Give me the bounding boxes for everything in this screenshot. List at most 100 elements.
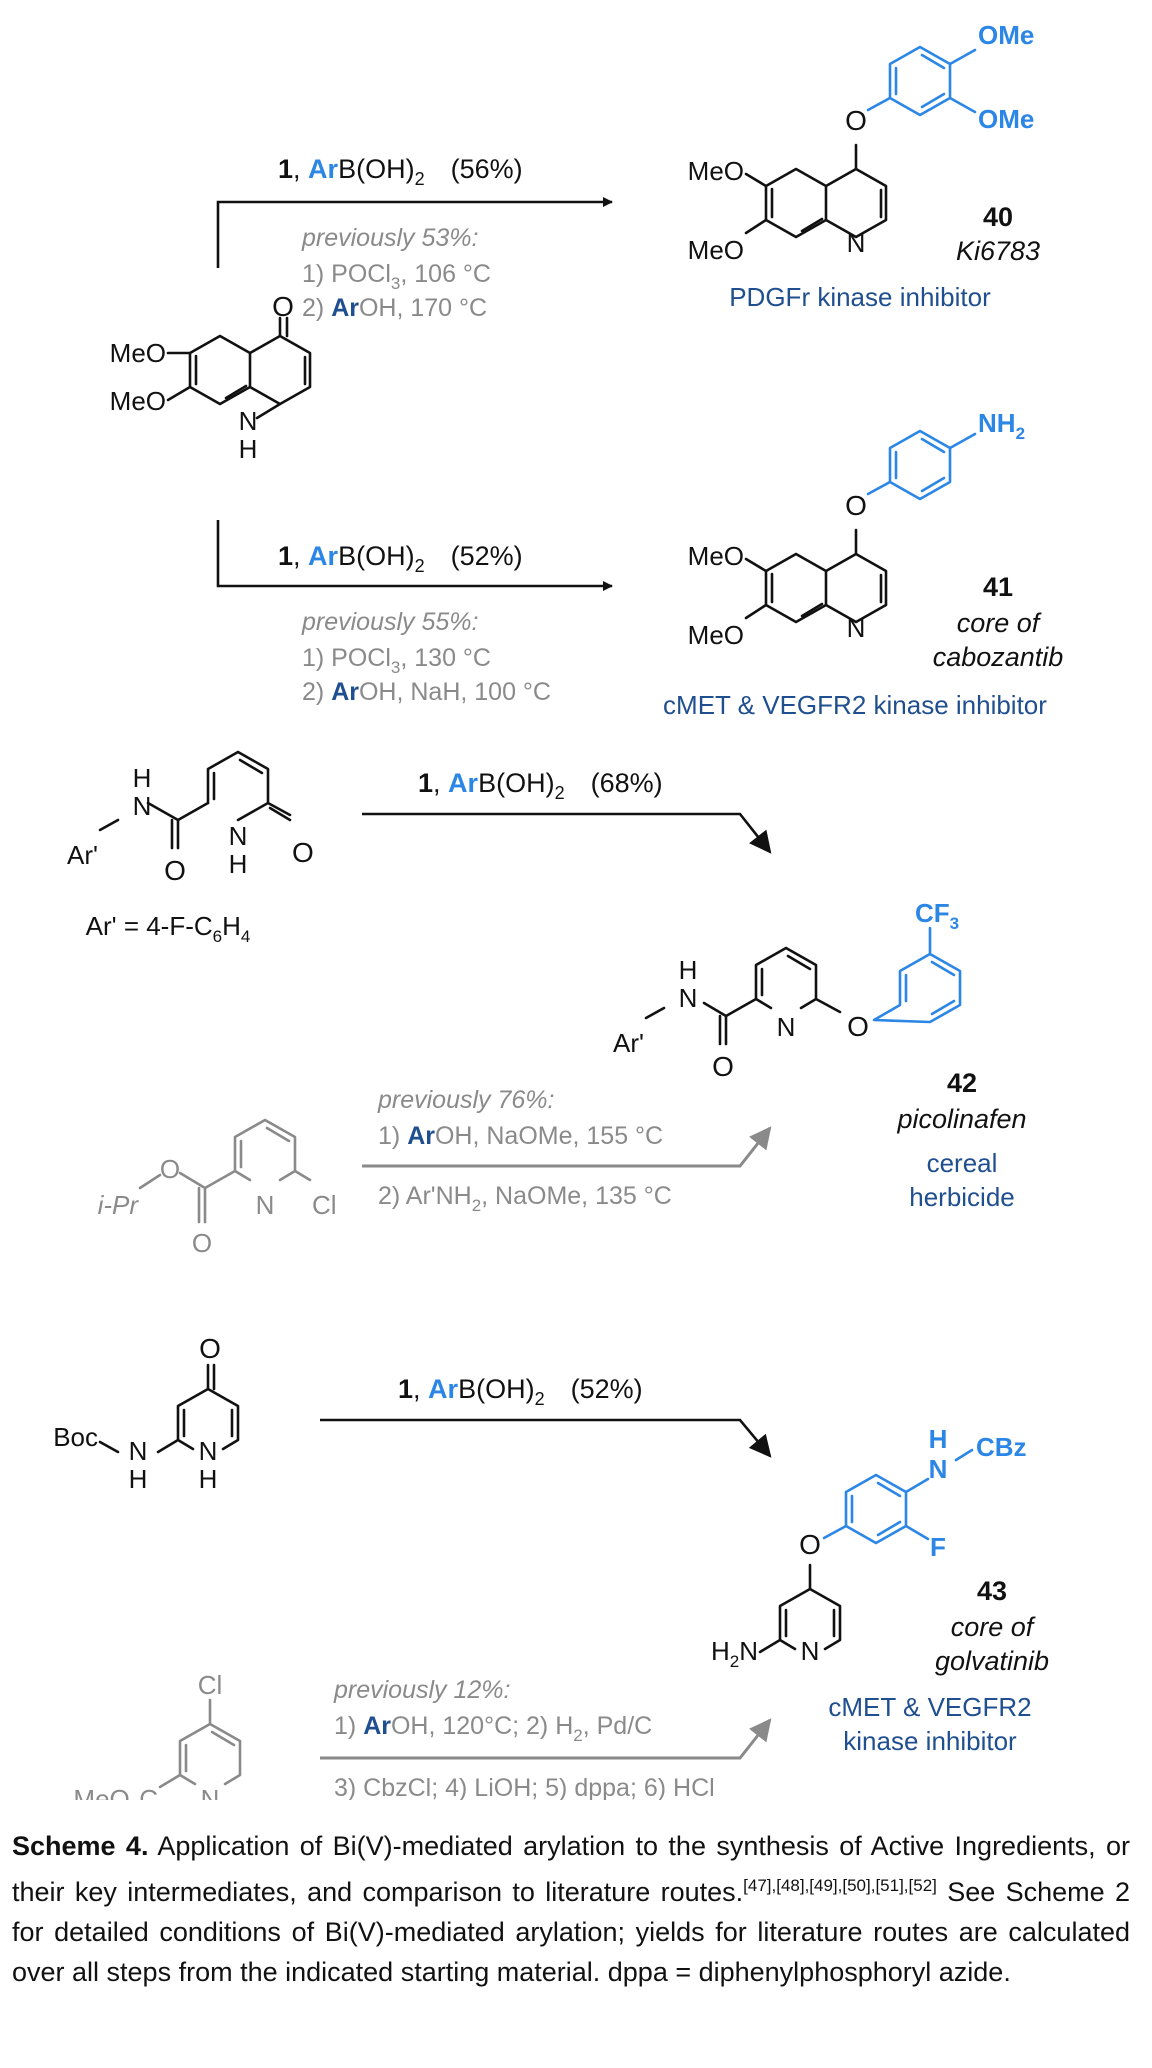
atom-o: O bbox=[847, 1011, 869, 1042]
atom-n: N bbox=[229, 821, 248, 851]
atom-cf3: CF3 bbox=[915, 898, 959, 933]
compound-application: PDGFr kinase inhibitor bbox=[729, 282, 991, 312]
compound-application: cereal bbox=[927, 1148, 998, 1178]
atom-h: H bbox=[239, 434, 258, 464]
atom-n: N bbox=[199, 1436, 218, 1466]
atom-meo: MeO bbox=[688, 235, 744, 265]
reaction-3: 1, ArB(OH)2(68%) previously 76%: 1) ArOH… bbox=[362, 768, 772, 1215]
atom-cl: Cl bbox=[312, 1190, 337, 1220]
atom-ome: OMe bbox=[978, 104, 1034, 134]
literature-step-2: 2) ArOH, NaH, 100 °C bbox=[302, 678, 551, 706]
atom-meo: MeO bbox=[110, 338, 166, 368]
compound-application: cMET & VEGFR2 kinase inhibitor bbox=[663, 690, 1047, 720]
atom-n: N bbox=[929, 1454, 948, 1484]
compound-name: Ki6783 bbox=[956, 236, 1040, 266]
atom-o: O bbox=[799, 1529, 821, 1560]
reaction-2: 1, ArB(OH)2(52%) previously 55%: 1) POCl… bbox=[216, 520, 613, 706]
literature-step-1: 1) ArOH, NaOMe, 155 °C bbox=[378, 1122, 663, 1150]
atom-n: N bbox=[239, 406, 258, 436]
atom-n: N bbox=[201, 1784, 220, 1800]
atom-ar-prime: Ar' bbox=[613, 1028, 644, 1058]
atom-o: O bbox=[199, 1333, 221, 1364]
atom-o: O bbox=[712, 1051, 734, 1082]
atom-cl: Cl bbox=[198, 1670, 223, 1700]
atom-h: H bbox=[929, 1424, 948, 1454]
atom-o: O bbox=[164, 855, 186, 886]
atom-n: N bbox=[847, 613, 866, 643]
atom-o: O bbox=[160, 1154, 180, 1184]
atom-n: N bbox=[133, 791, 152, 821]
literature-step-2: 3) CbzCl; 4) LiOH; 5) dppa; 6) HCl bbox=[334, 1774, 715, 1800]
compound-name: picolinafen bbox=[896, 1104, 1026, 1134]
atom-o: O bbox=[192, 1228, 212, 1258]
atom-o: O bbox=[845, 490, 867, 521]
compound-application: kinase inhibitor bbox=[843, 1726, 1017, 1756]
atom-n: N bbox=[777, 1012, 796, 1042]
atom-meo: MeO bbox=[688, 541, 744, 571]
caption-references: [47],[48],[49],[50],[51],[52] bbox=[743, 1876, 937, 1895]
atom-o: O bbox=[845, 105, 867, 136]
compound-number: 42 bbox=[947, 1068, 977, 1098]
compound-name: core of bbox=[957, 608, 1042, 638]
literature-step-2: 2) Ar'NH2, NaOMe, 135 °C bbox=[378, 1182, 672, 1215]
caption-text: See Scheme 2 for detailed conditions of … bbox=[12, 1877, 1130, 1987]
compound-name: core of bbox=[951, 1612, 1036, 1642]
pyridone-amide-starting-material: N H Ar' O N H O Ar' = 4-F-C6H4 bbox=[67, 750, 314, 946]
compound-name: cabozantib bbox=[933, 642, 1064, 672]
atom-h2n: H2N bbox=[711, 1636, 758, 1671]
atom-f: F bbox=[930, 1532, 946, 1562]
atom-n: N bbox=[679, 983, 698, 1013]
compound-name: golvatinib bbox=[935, 1646, 1049, 1676]
atom-meo2c: MeO2C bbox=[73, 1784, 158, 1800]
atom-ipr: i-Pr bbox=[98, 1190, 140, 1220]
atom-meo: MeO bbox=[110, 386, 166, 416]
chloropicolinate-starting-material: Cl N MeO2C bbox=[73, 1670, 242, 1800]
atom-n: N bbox=[129, 1436, 148, 1466]
atom-meo: MeO bbox=[688, 620, 744, 650]
atom-ome: OMe bbox=[978, 20, 1034, 50]
literature-step-1: 1) ArOH, 120°C; 2) H2, Pd/C bbox=[334, 1712, 652, 1745]
reaction-1: 1, ArB(OH)2(56%) previously 53%: 1) POCl… bbox=[216, 154, 613, 322]
atom-nh2: NH2 bbox=[978, 408, 1025, 443]
atom-h: H bbox=[229, 849, 248, 879]
quinolone-starting-material: O MeO MeO N H bbox=[110, 291, 312, 464]
previous-yield: previously 12%: bbox=[333, 1676, 510, 1704]
product-40-structure: MeO MeO N O OMe OMe bbox=[688, 20, 1035, 265]
atom-n: N bbox=[801, 1636, 820, 1666]
atom-h: H bbox=[129, 1464, 148, 1494]
atom-o: O bbox=[272, 291, 294, 322]
atom-cbz: CBz bbox=[976, 1432, 1027, 1462]
product-42-structure: N H Ar' O N O CF3 bbox=[613, 898, 962, 1082]
atom-n: N bbox=[847, 228, 866, 258]
compound-application: herbicide bbox=[909, 1182, 1015, 1212]
atom-meo: MeO bbox=[688, 156, 744, 186]
literature-step-1: 1) POCl3, 106 °C bbox=[302, 260, 491, 293]
scheme-caption: Scheme 4. Application of Bi(V)-mediated … bbox=[12, 1826, 1130, 1992]
reaction-4: 1, ArB(OH)2(52%) previously 12%: 1) ArOH… bbox=[320, 1374, 772, 1800]
previous-yield: previously 76%: bbox=[377, 1086, 554, 1114]
atom-h: H bbox=[133, 763, 152, 793]
caption-label: Scheme 4. bbox=[12, 1831, 149, 1861]
previous-yield: previously 53%: bbox=[301, 224, 478, 252]
previous-yield: previously 55%: bbox=[301, 608, 478, 636]
caption-text: Application of Bi(V)-mediated arylation … bbox=[12, 1831, 1131, 1907]
aryl-definition: Ar' = 4-F-C6H4 bbox=[86, 911, 251, 946]
compound-number: 41 bbox=[983, 572, 1013, 602]
atom-boc: Boc bbox=[53, 1422, 98, 1452]
reagent-label: 1, ArB(OH)2(68%) bbox=[418, 768, 663, 803]
reagent-label: 1, ArB(OH)2(52%) bbox=[278, 541, 523, 576]
compound-number: 43 bbox=[977, 1576, 1007, 1606]
boc-pyridone-starting-material: O N H Boc N H bbox=[53, 1333, 240, 1494]
reaction-scheme: O MeO MeO N H 1, ArB(OH)2(56%) previousl… bbox=[53, 20, 1064, 1800]
compound-application: cMET & VEGFR2 bbox=[828, 1692, 1031, 1722]
literature-step-2: 2) ArOH, 170 °C bbox=[302, 294, 487, 322]
literature-step-1: 1) POCl3, 130 °C bbox=[302, 644, 491, 677]
atom-n: N bbox=[256, 1190, 275, 1220]
atom-o: O bbox=[292, 837, 314, 868]
atom-h: H bbox=[679, 955, 698, 985]
reagent-label: 1, ArB(OH)2(56%) bbox=[278, 154, 523, 189]
picolinate-starting-material: O i-Pr O N Cl bbox=[98, 1118, 337, 1258]
compound-number: 40 bbox=[983, 202, 1013, 232]
atom-ar-prime: Ar' bbox=[67, 840, 98, 870]
atom-h: H bbox=[199, 1464, 218, 1494]
